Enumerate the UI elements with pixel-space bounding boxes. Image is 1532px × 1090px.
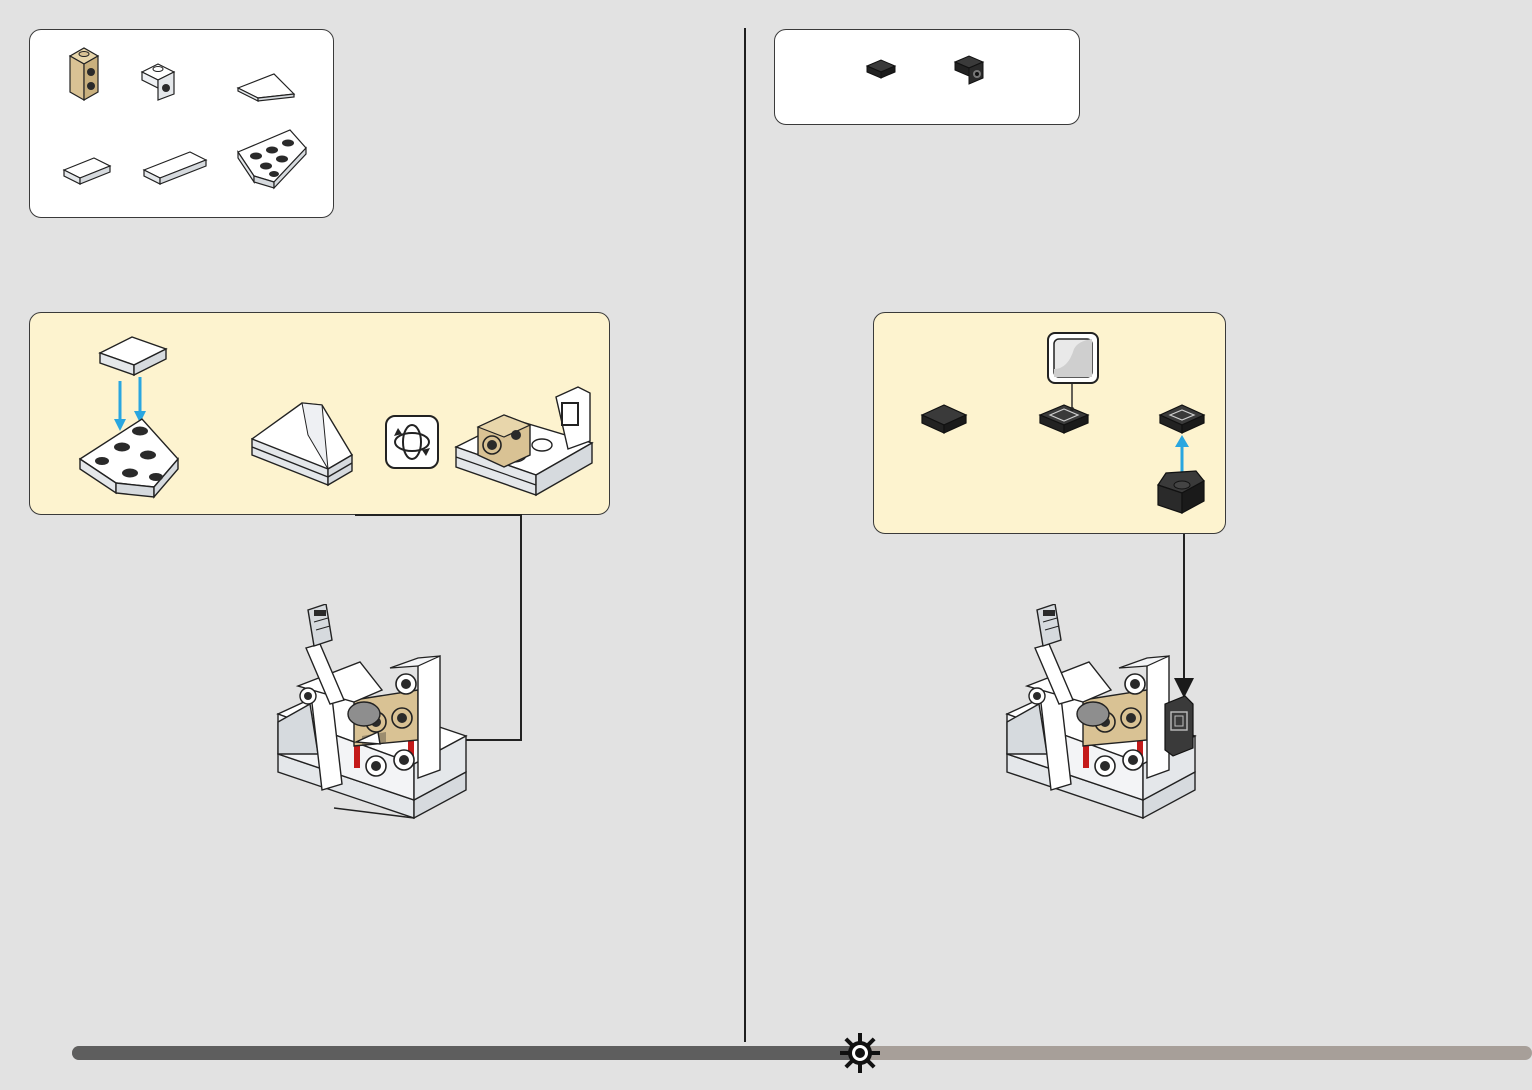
- black-bracket-icon: [951, 50, 991, 86]
- parts-list-panel-right: [774, 29, 1080, 125]
- main-assembly-model-right: [999, 604, 1209, 826]
- white-tile-1x2-icon: [60, 152, 112, 190]
- bracket-mounted: [452, 383, 598, 499]
- tan-bracket-icon: [60, 42, 110, 104]
- parts-list-panel: [29, 29, 334, 218]
- callout-line-bottom: [355, 514, 521, 516]
- left-page: [0, 0, 745, 1090]
- white-bracket-icon: [136, 58, 186, 102]
- page-divider: [744, 28, 746, 1042]
- sticker-applied: [1034, 329, 1102, 441]
- wedge-assembled: [248, 395, 358, 499]
- progress-completed: [72, 1046, 860, 1060]
- right-page: [747, 0, 1532, 1090]
- gear-icon: [838, 1031, 882, 1075]
- white-wedge-tile-icon: [234, 68, 300, 104]
- wedge-plate-with-tile: [76, 327, 186, 499]
- subassembly-panel-right: [873, 312, 1226, 534]
- bracket-attached: [1156, 401, 1212, 521]
- black-tile: [918, 399, 970, 441]
- callout-line-vertical: [520, 514, 522, 740]
- main-assembly-model: [270, 604, 480, 826]
- white-tile-1x3-icon: [140, 146, 210, 190]
- subassembly-panel: [29, 312, 610, 515]
- progress-bar: [72, 1046, 1532, 1060]
- rotate-model-icon: [384, 414, 440, 470]
- black-tile-1x1-icon: [863, 56, 899, 84]
- white-wedge-plate-icon: [234, 126, 310, 192]
